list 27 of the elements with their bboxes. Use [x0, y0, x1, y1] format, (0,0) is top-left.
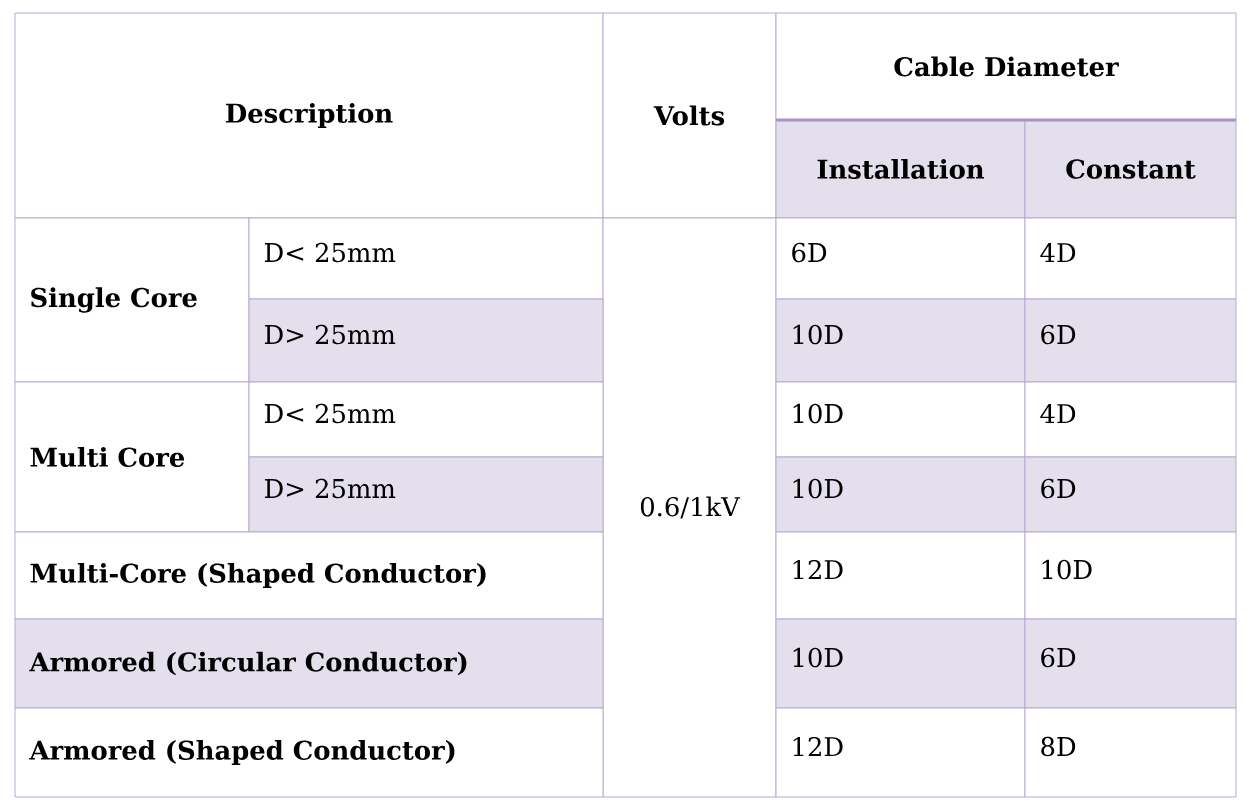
table-cell: D< 25mm	[248, 381, 604, 458]
table-cell: 12D	[775, 707, 1026, 798]
table-cell: Multi Core	[14, 381, 250, 533]
table-cell: D> 25mm	[248, 298, 604, 383]
table-cell: D> 25mm	[248, 456, 604, 533]
table-cell: 12D	[775, 531, 1026, 620]
table-cell: 10D	[775, 381, 1026, 458]
header-cell: Volts	[602, 12, 777, 219]
table-cell: 4D	[1024, 217, 1237, 300]
header-cell: Cable Diameter	[775, 12, 1237, 121]
table-cell: 10D	[775, 298, 1026, 383]
table-cell: 6D	[775, 217, 1026, 300]
table-cell: 6D	[1024, 618, 1237, 709]
header-cell: Installation	[775, 119, 1026, 219]
header-cell: Constant	[1024, 119, 1237, 219]
table-cell: Multi-Core (Shaped Conductor)	[14, 531, 604, 620]
table-cell: Armored (Circular Conductor)	[14, 618, 604, 709]
table-cell: D< 25mm	[248, 217, 604, 300]
table-cell: 10D	[775, 618, 1026, 709]
table-cell: Single Core	[14, 217, 250, 383]
table-cell: 6D	[1024, 456, 1237, 533]
table-cell: 10D	[1024, 531, 1237, 620]
table-cell: 10D	[775, 456, 1026, 533]
table-cell: 8D	[1024, 707, 1237, 798]
table-cell: 6D	[1024, 298, 1237, 383]
table-cell: Armored (Shaped Conductor)	[14, 707, 604, 798]
table-cell: 4D	[1024, 381, 1237, 458]
